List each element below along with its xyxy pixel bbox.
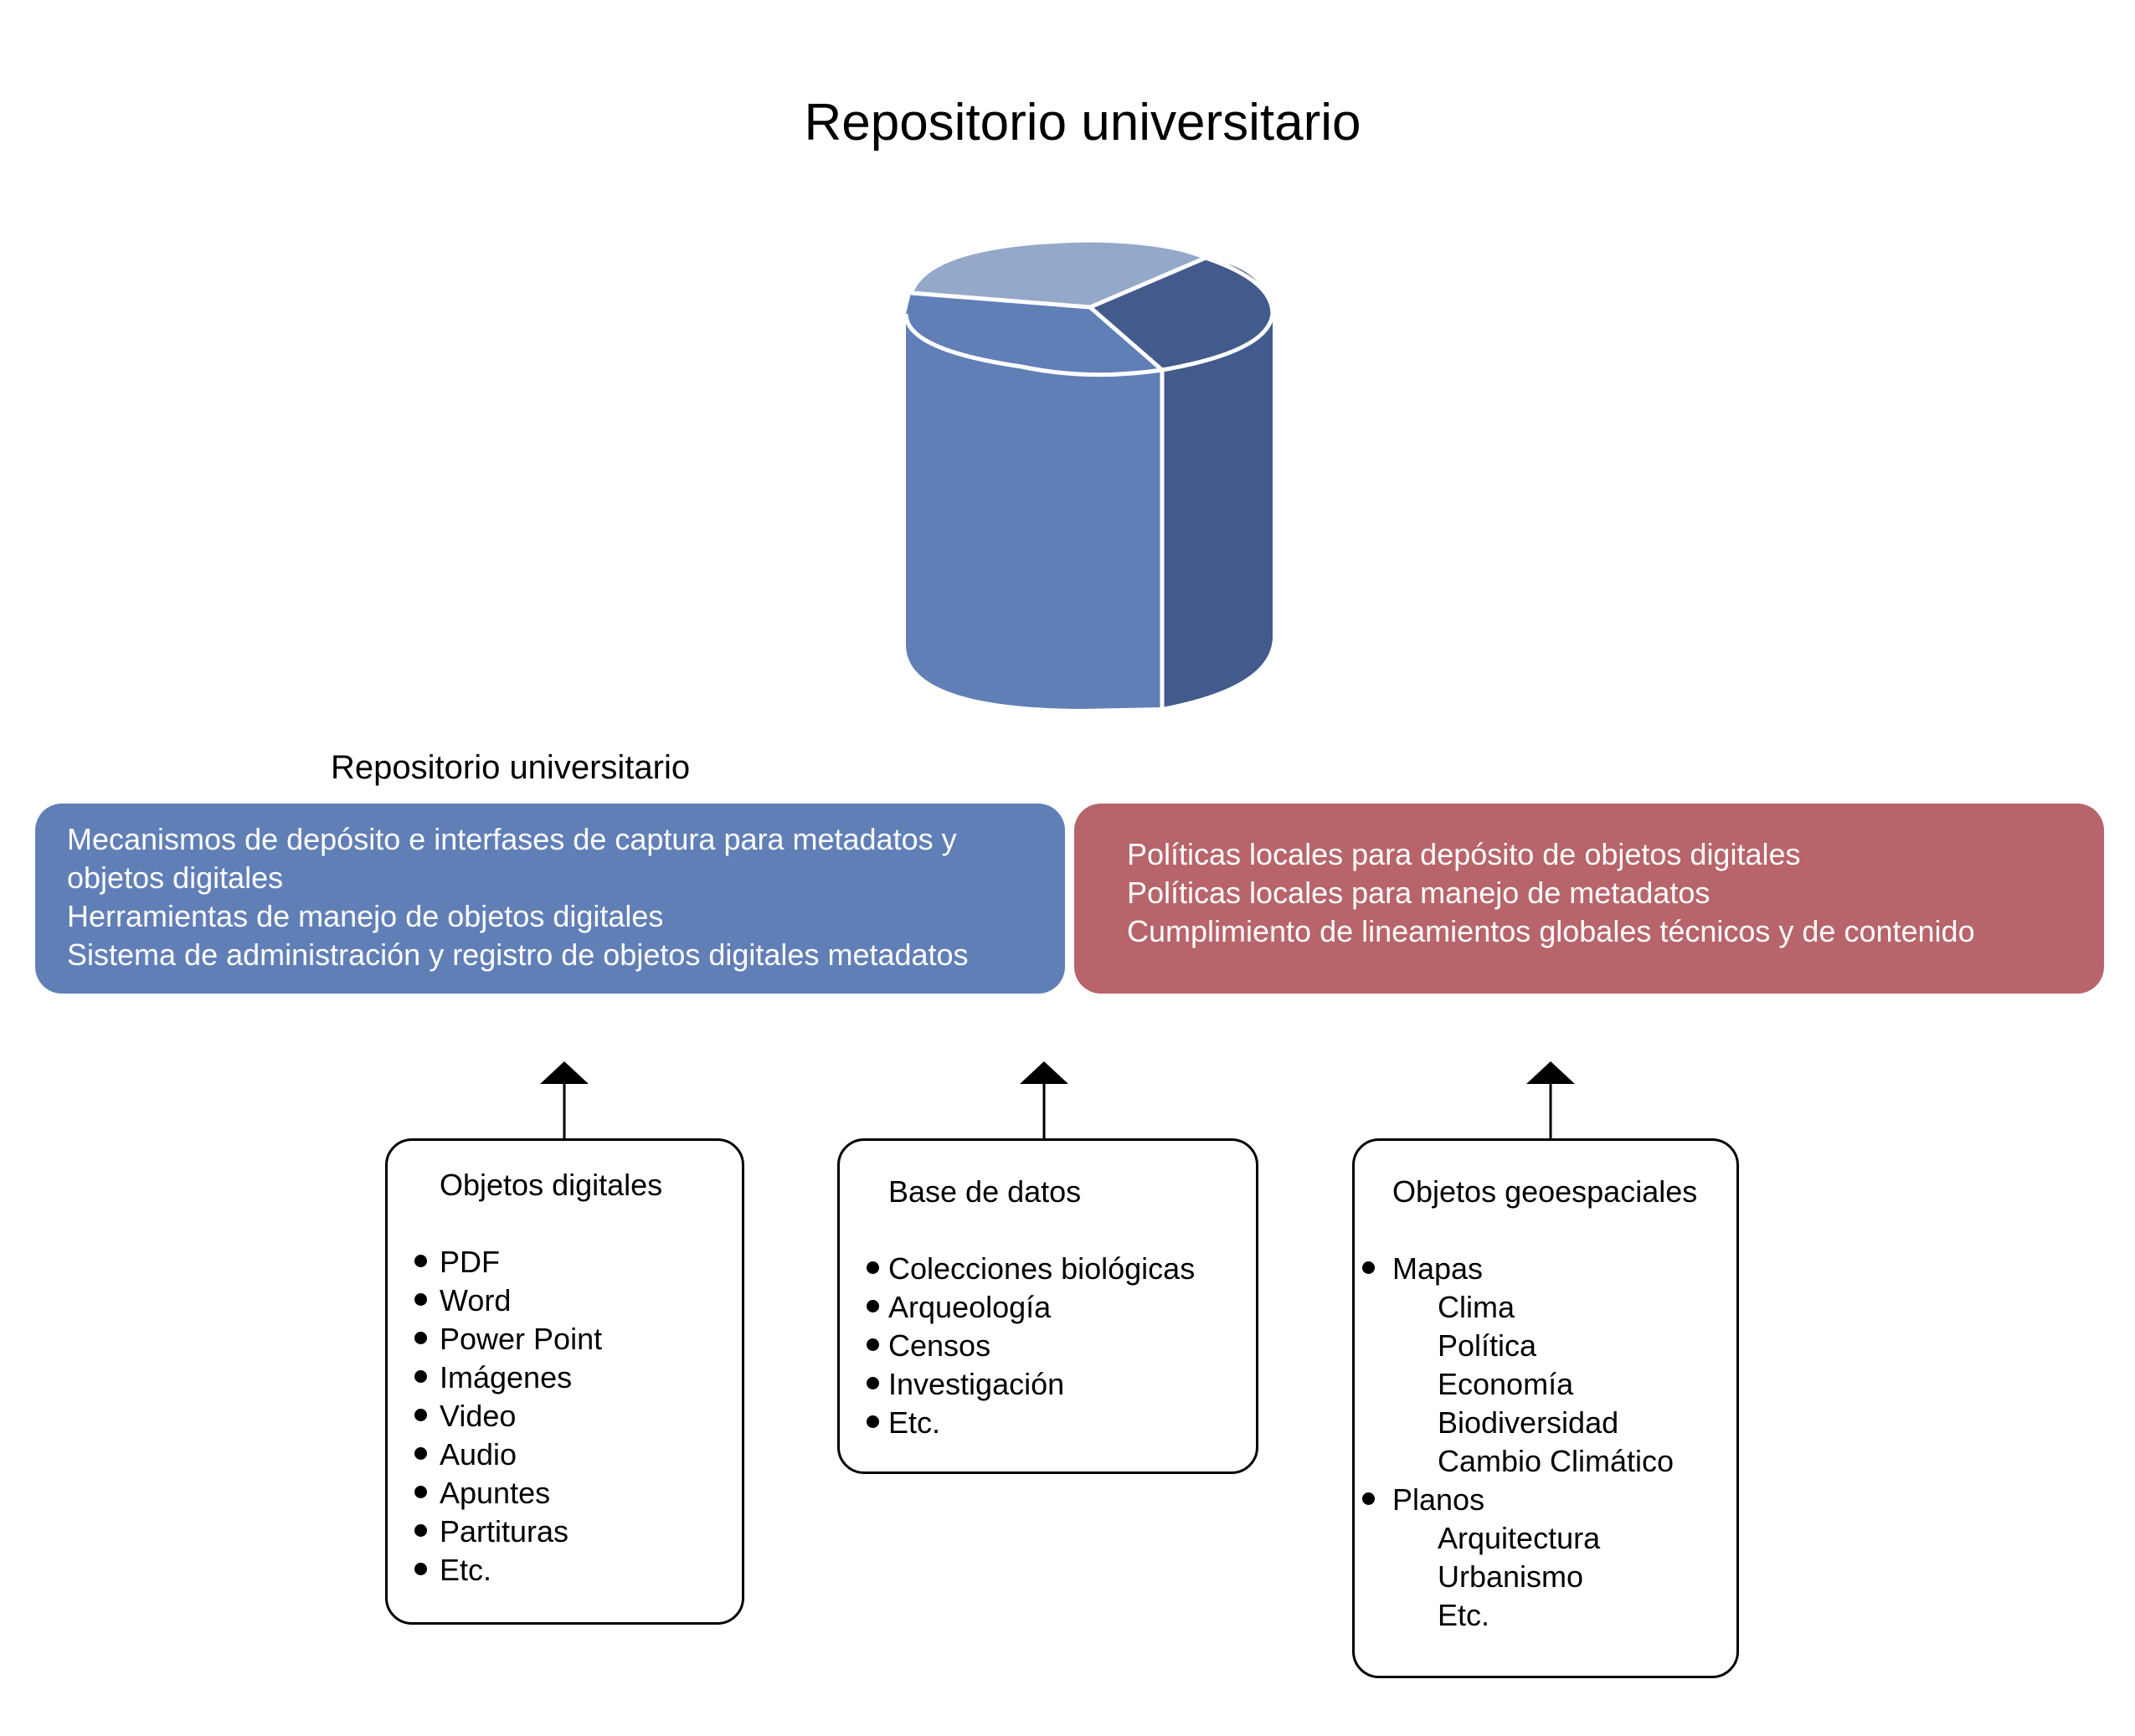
arrow-geo bbox=[1526, 1061, 1575, 1138]
list-item-maps: Mapas bbox=[1362, 1250, 1736, 1288]
box-title: Objetos geoespaciales bbox=[1392, 1174, 1698, 1209]
list-item: Etc. bbox=[867, 1404, 1256, 1442]
list-item: Censos bbox=[867, 1327, 1256, 1365]
list-item: Audio bbox=[414, 1436, 742, 1474]
list-subitem: Clima bbox=[1438, 1290, 1515, 1324]
list-subitem: Etc. bbox=[1438, 1598, 1490, 1632]
policies-panel: Políticas locales para depósito de objet… bbox=[1074, 804, 2104, 994]
cylinder-front bbox=[906, 307, 1162, 709]
panel-line: Políticas locales para depósito de objet… bbox=[1127, 837, 1801, 871]
list-item: Video bbox=[414, 1397, 742, 1436]
list-subitem: Política bbox=[1438, 1328, 1537, 1363]
box-title: Objetos digitales bbox=[440, 1168, 663, 1202]
panel-line: Sistema de administración y registro de … bbox=[67, 937, 969, 972]
list-item: Partituras bbox=[414, 1513, 742, 1551]
list-item-plans: Planos bbox=[1362, 1481, 1736, 1519]
box-title: Base de datos bbox=[888, 1174, 1082, 1209]
list-subitem: Arquitectura bbox=[1438, 1521, 1601, 1555]
list-subitem: Cambio Climático bbox=[1438, 1444, 1675, 1478]
list-subitem: Urbanismo bbox=[1438, 1559, 1584, 1594]
panel-line: Mecanismos de depósito e interfases de c… bbox=[67, 822, 957, 895]
arrow-digital bbox=[540, 1061, 589, 1138]
list-item: Arqueología bbox=[867, 1288, 1256, 1327]
list-subitem: Economía bbox=[1438, 1367, 1574, 1401]
diagram-title: Repositorio universitario bbox=[804, 94, 1361, 152]
database-list: Colecciones biológicas Arqueología Censo… bbox=[867, 1250, 1256, 1442]
digital-objects-box: Objetos digitales PDF Word Power Point I… bbox=[385, 1138, 744, 1625]
geospatial-list: Mapas Clima Política Economía Biodiversi… bbox=[1362, 1250, 1736, 1635]
list-item: Colecciones biológicas bbox=[867, 1250, 1256, 1288]
digital-objects-list: PDF Word Power Point Imágenes Video Audi… bbox=[414, 1243, 742, 1590]
cylinder-top-slice-light bbox=[911, 240, 1206, 307]
list-item: Word bbox=[414, 1281, 742, 1320]
arrow-database bbox=[1020, 1061, 1068, 1138]
repository-label: Repositorio universitario bbox=[331, 749, 691, 786]
list-item: Etc. bbox=[414, 1551, 742, 1590]
list-item: Apuntes bbox=[414, 1474, 742, 1513]
list-item: Investigación bbox=[867, 1365, 1256, 1404]
list-subitem: Biodiversidad bbox=[1438, 1405, 1619, 1440]
database-box: Base de datos Colecciones biológicas Arq… bbox=[837, 1138, 1258, 1474]
database-cylinder-icon bbox=[903, 238, 1275, 709]
panel-line: Políticas locales para manejo de metadat… bbox=[1127, 876, 1711, 910]
cylinder-top-slice-dark bbox=[1090, 258, 1272, 370]
software-components-panel: Mecanismos de depósito e interfases de c… bbox=[35, 804, 1065, 994]
list-item: PDF bbox=[414, 1243, 742, 1281]
cylinder-side bbox=[1090, 259, 1273, 707]
list-item: Power Point bbox=[414, 1320, 742, 1358]
list-item: Imágenes bbox=[414, 1358, 742, 1397]
panel-line: Herramientas de manejo de objetos digita… bbox=[67, 899, 664, 933]
panel-line: Cumplimiento de lineamientos globales té… bbox=[1127, 914, 1975, 948]
geospatial-objects-box: Objetos geoespaciales Mapas Clima Políti… bbox=[1352, 1138, 1739, 1678]
cylinder-top-slice-mid bbox=[905, 293, 1162, 375]
